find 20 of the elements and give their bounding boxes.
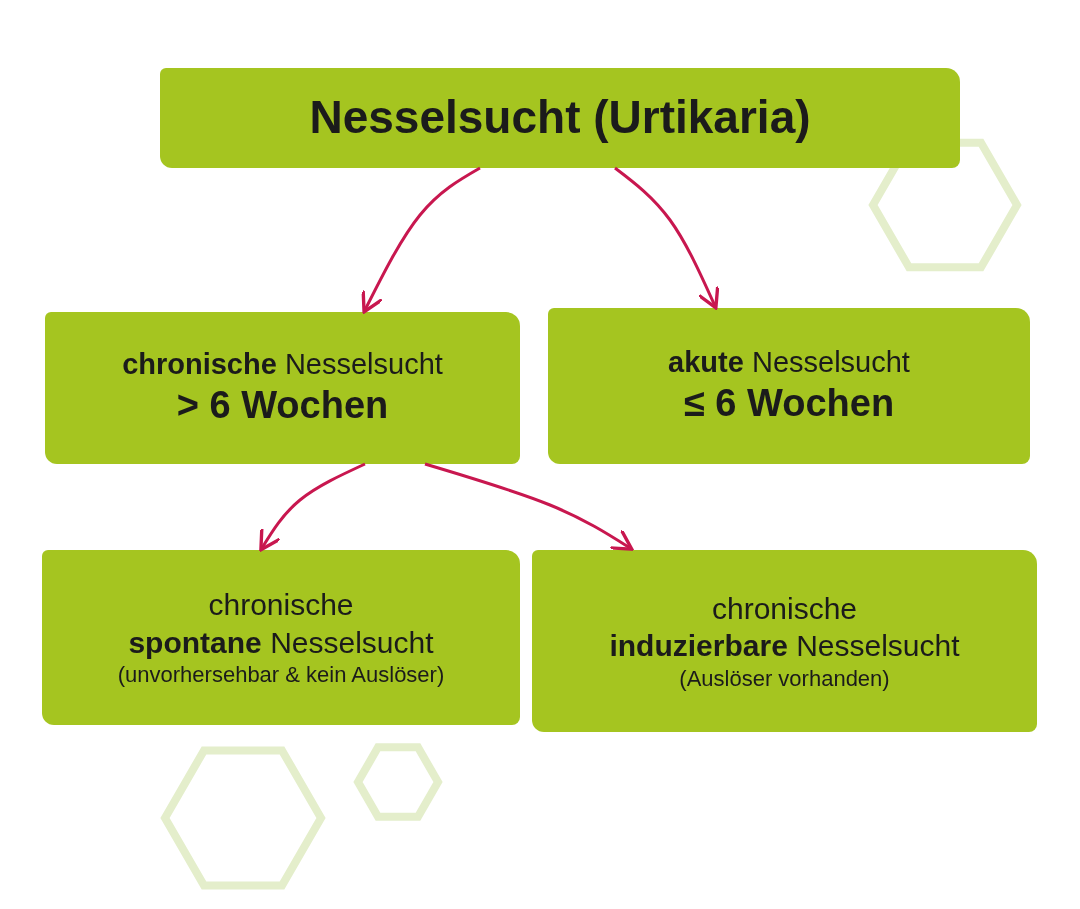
note: (unvorhersehbar & kein Auslöser) bbox=[117, 661, 445, 689]
note: (Auslöser vorhanden) bbox=[679, 664, 890, 693]
node-label: akute Nesselsucht bbox=[668, 345, 910, 381]
title: Nesselsucht (Urtikaria) bbox=[309, 90, 811, 146]
curved-arrow bbox=[614, 166, 720, 310]
brush-stroke-box bbox=[42, 550, 520, 725]
brush-stroke-box bbox=[532, 550, 1037, 732]
curved-arrow bbox=[259, 462, 366, 552]
node-label: chronische bbox=[208, 587, 354, 624]
brush-stroke-box bbox=[45, 312, 520, 464]
duration-label: ≤ 6 Wochen bbox=[683, 381, 895, 427]
node-label: induzierbare Nesselsucht bbox=[609, 628, 960, 665]
curved-arrow bbox=[361, 166, 481, 314]
duration-label: > 6 Wochen bbox=[176, 383, 389, 429]
node-label: spontane Nesselsucht bbox=[128, 624, 434, 661]
curved-arrow bbox=[424, 462, 634, 551]
node-label: chronische Nesselsucht bbox=[122, 347, 443, 383]
brush-stroke-box bbox=[548, 308, 1030, 464]
brush-stroke-box bbox=[160, 68, 960, 168]
node-label: chronische bbox=[711, 590, 858, 627]
